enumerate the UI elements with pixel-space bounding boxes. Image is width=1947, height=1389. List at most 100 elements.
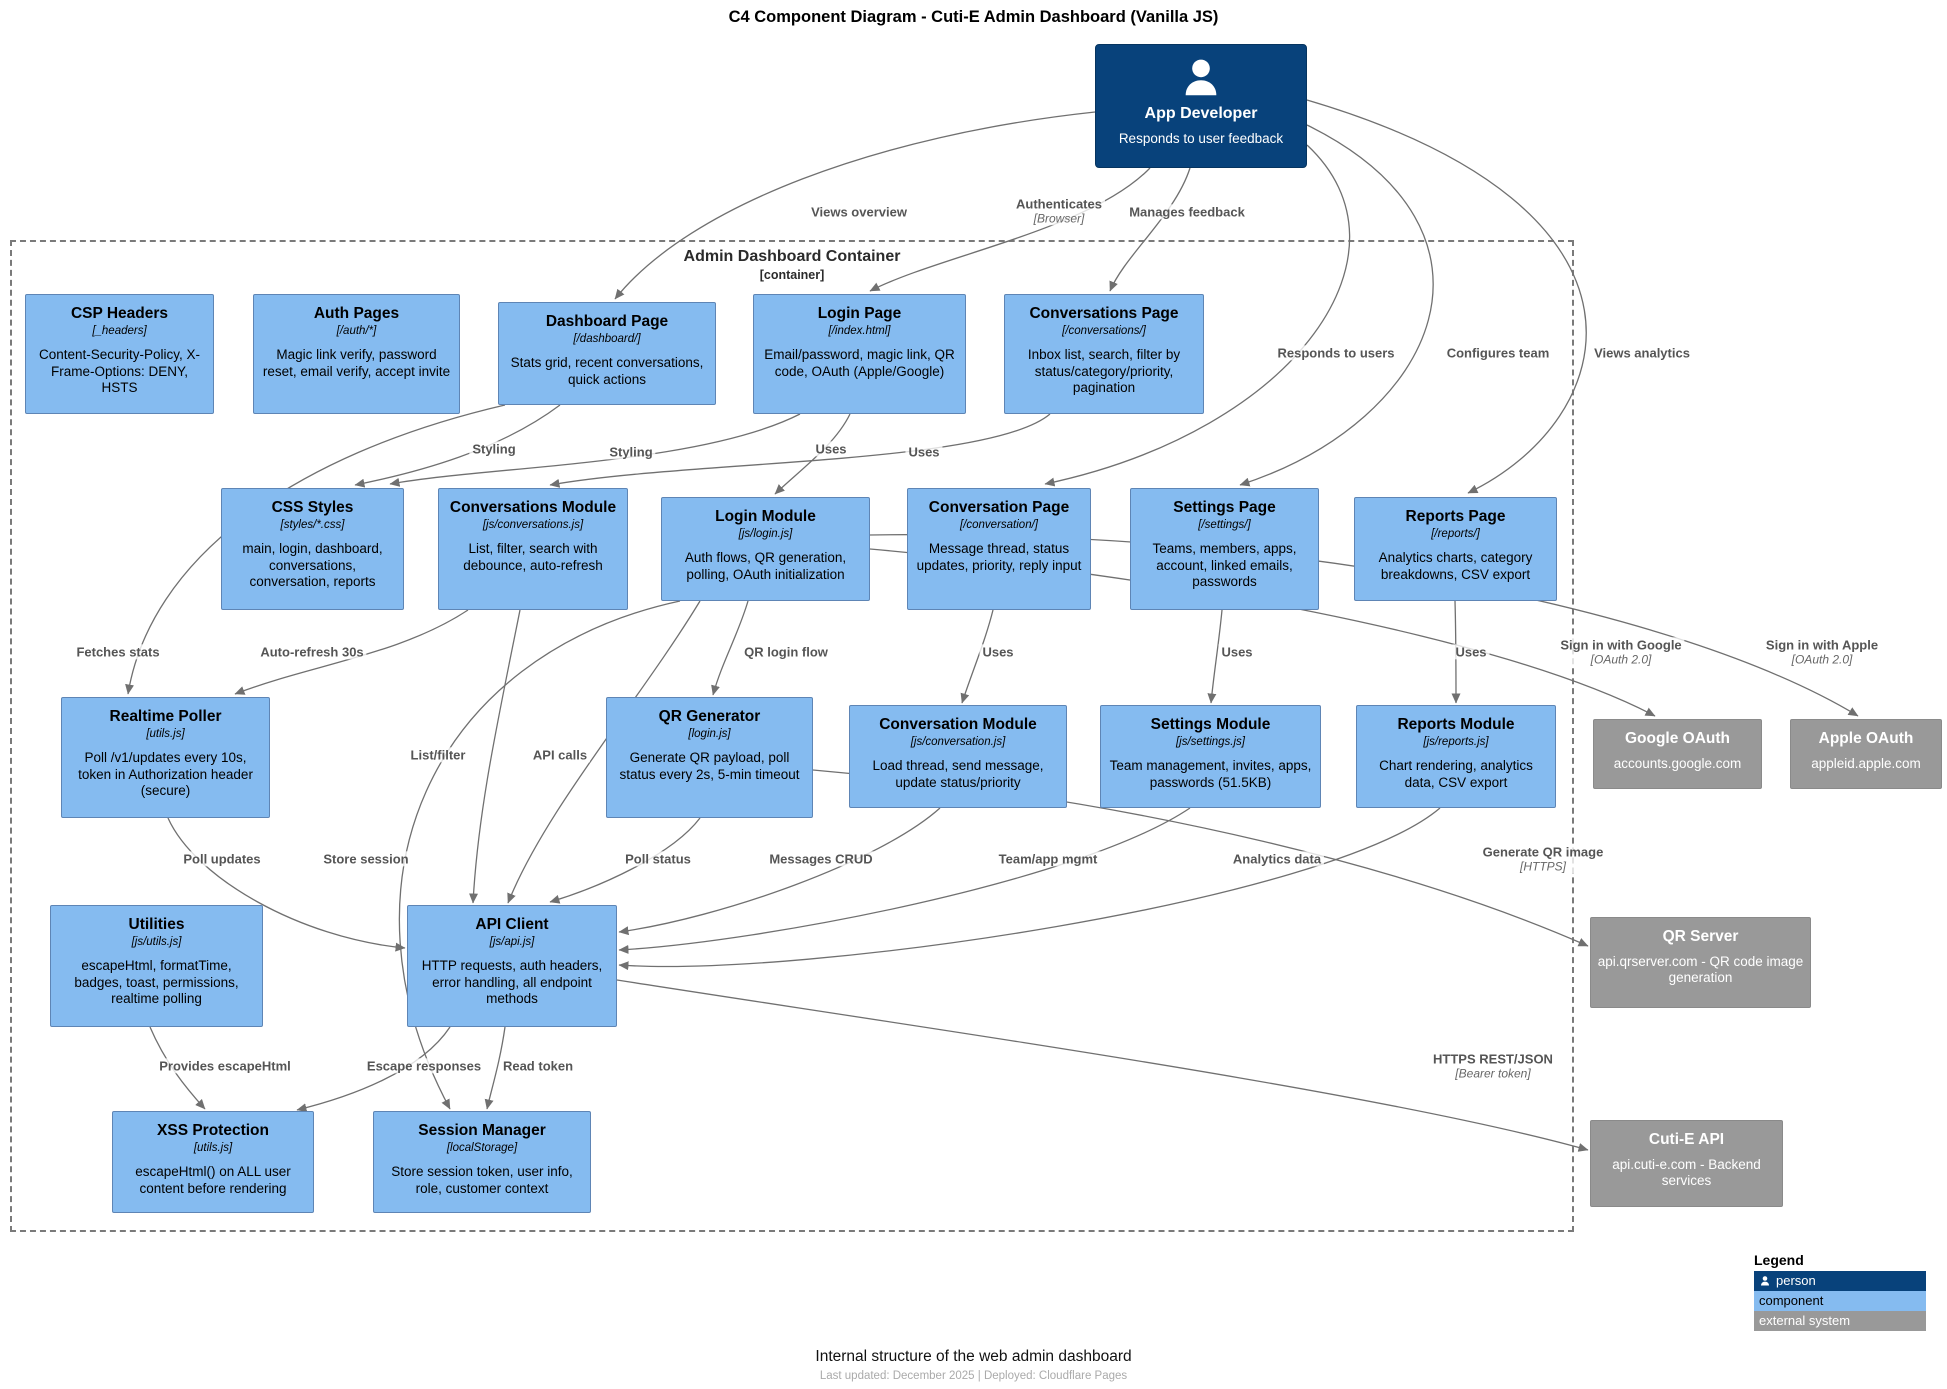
- node-title: Cuti-E API: [1648, 1131, 1725, 1148]
- node-body: escapeHtml() on ALL user content before …: [135, 1164, 291, 1196]
- edge-label-text: Authenticates: [1016, 196, 1102, 212]
- edge-label-e1: Views overview: [808, 204, 910, 220]
- node-title: Settings Page: [1173, 499, 1276, 516]
- node-title: Login Module: [715, 508, 816, 525]
- legend-item-label: component: [1759, 1293, 1824, 1308]
- node-title: CSS Styles: [271, 499, 354, 516]
- edge-label-e2: Authenticates[Browser]: [1013, 196, 1105, 226]
- node-body: Responds to user feedback: [1118, 131, 1284, 147]
- edge-login-module-to-api-client: [507, 600, 701, 904]
- edge-label-e31: HTTPS REST/JSON[Bearer token]: [1430, 1051, 1556, 1081]
- edge-label-text: QR login flow: [744, 644, 828, 660]
- edge-label-e19: List/filter: [407, 747, 469, 763]
- edge-conversations-page-to-conversations-module: [549, 413, 1051, 488]
- node-body: HTTP requests, auth headers, error handl…: [421, 958, 603, 1007]
- legend-item-person: person: [1754, 1271, 1926, 1291]
- edge-label-text: Uses: [1455, 644, 1487, 660]
- edge-label-text: Analytics data: [1232, 851, 1322, 867]
- legend-item-label: person: [1776, 1273, 1816, 1288]
- edge-label-e6: Views analytics: [1591, 345, 1693, 361]
- node-subtitle: [utils.js]: [193, 1141, 233, 1154]
- edge-label-e7: Styling: [469, 441, 519, 457]
- node-body: accounts.google.com: [1613, 755, 1742, 771]
- edge-app-developer-to-reports-page: [1306, 99, 1587, 494]
- node-subtitle: [js/api.js]: [489, 935, 535, 948]
- node-body: Chart rendering, analytics data, CSV exp…: [1379, 758, 1533, 790]
- node-utilities: Utilities[js/utils.js]escapeHtml, format…: [50, 905, 263, 1027]
- edge-app-developer-to-settings-page: [1239, 124, 1434, 487]
- node-conversation-page: Conversation Page[/conversation/]Message…: [907, 488, 1091, 610]
- node-title: Apple OAuth: [1818, 730, 1914, 747]
- node-body: Magic link verify, password reset, email…: [262, 347, 451, 379]
- edge-label-e15: Uses: [1218, 644, 1256, 660]
- node-body: Content-Security-Policy, X-Frame-Options…: [38, 347, 201, 396]
- edge-label-stereotype: [HTTPS]: [1519, 859, 1566, 874]
- node-title: Auth Pages: [313, 305, 400, 322]
- edge-label-text: Read token: [502, 1058, 574, 1074]
- edge-label-text: API calls: [532, 747, 588, 763]
- edge-label-text: Uses: [815, 441, 847, 457]
- node-title: Conversations Page: [1029, 305, 1179, 322]
- node-body: Message thread, status updates, priority…: [916, 541, 1082, 573]
- edge-label-e23: Poll status: [622, 851, 694, 867]
- node-settings-module: Settings Module[js/settings.js]Team mana…: [1100, 705, 1321, 808]
- edge-label-text: Configures team: [1446, 345, 1550, 361]
- edge-label-text: Uses: [908, 444, 940, 460]
- edge-qr-generator-to-api-client: [549, 817, 701, 904]
- node-subtitle: [js/conversation.js]: [910, 735, 1006, 748]
- node-body: Poll /v1/updates every 10s, token in Aut…: [78, 750, 253, 799]
- node-subtitle: [js/reports.js]: [1423, 735, 1489, 748]
- node-title: API Client: [475, 916, 549, 933]
- edge-label-text: List/filter: [410, 747, 466, 763]
- edge-label-stereotype: [OAuth 2.0]: [1590, 652, 1652, 667]
- edge-api-client-to-session-manager: [484, 1026, 506, 1110]
- node-title: Conversations Module: [449, 499, 617, 516]
- edge-login-module-to-qr-generator: [711, 600, 749, 696]
- node-subtitle: [/reports/]: [1431, 527, 1480, 540]
- node-api-client: API Client [js/api.js] HTTP requests, auth…: [407, 905, 617, 1027]
- edge-label-e22: Store session: [320, 851, 412, 867]
- legend-item-external: external system: [1754, 1311, 1926, 1331]
- edge-reports-module-to-api-client: [618, 807, 1441, 971]
- edge-label-text: Fetches stats: [76, 644, 160, 660]
- edge-label-text: Uses: [982, 644, 1014, 660]
- node-reports-module: Reports Module[js/reports.js]Chart rende…: [1356, 705, 1556, 808]
- node-title: Login Page: [817, 305, 902, 322]
- edge-label-text: Views analytics: [1594, 345, 1690, 361]
- edge-label-e13: QR login flow: [741, 644, 831, 660]
- edge-label-e28: Provides escapeHtml: [156, 1058, 294, 1074]
- node-xss-protection: XSS Protection[utils.js]escapeHtml() on …: [112, 1111, 314, 1213]
- node-body: Team management, invites, apps, password…: [1109, 758, 1312, 790]
- node-title: Session Manager: [418, 1122, 546, 1139]
- edge-api-client-to-xss-protection: [296, 1026, 451, 1113]
- person-icon: [1761, 1276, 1769, 1286]
- node-subtitle: [/settings/]: [1198, 518, 1251, 531]
- container-boundary: Admin Dashboard Container [container]: [10, 240, 1574, 1232]
- edge-label-stereotype: [Bearer token]: [1455, 1066, 1531, 1081]
- edge-label-e11: Fetches stats: [73, 644, 163, 660]
- node-subtitle: [/conversations/]: [1062, 324, 1146, 337]
- edge-label-text: Styling: [609, 444, 653, 460]
- node-dashboard-page: Dashboard Page[/dashboard/]Stats grid, r…: [498, 302, 716, 405]
- node-body: Teams, members, apps, account, linked em…: [1152, 541, 1297, 590]
- edge-label-text: HTTPS REST/JSON: [1433, 1051, 1553, 1067]
- edge-label-e26: Analytics data: [1229, 851, 1325, 867]
- edge-label-text: Store session: [323, 851, 409, 867]
- edge-label-e29: Escape responses: [363, 1058, 485, 1074]
- edge-label-e24: Messages CRUD: [766, 851, 876, 867]
- container-boundary-label: Admin Dashboard Container [container]: [12, 248, 1572, 284]
- edge-settings-module-to-api-client: [618, 807, 1191, 954]
- edge-label-text: Views overview: [811, 204, 907, 220]
- edge-label-text: Provides escapeHtml: [159, 1058, 291, 1074]
- edge-app-developer-to-conversation-page: [1044, 144, 1351, 487]
- node-subtitle: [styles/*.css]: [280, 518, 345, 531]
- legend-item-component: component: [1754, 1291, 1926, 1311]
- node-body: escapeHtml, formatTime, badges, toast, p…: [74, 958, 239, 1007]
- edge-label-text: Poll updates: [183, 851, 261, 867]
